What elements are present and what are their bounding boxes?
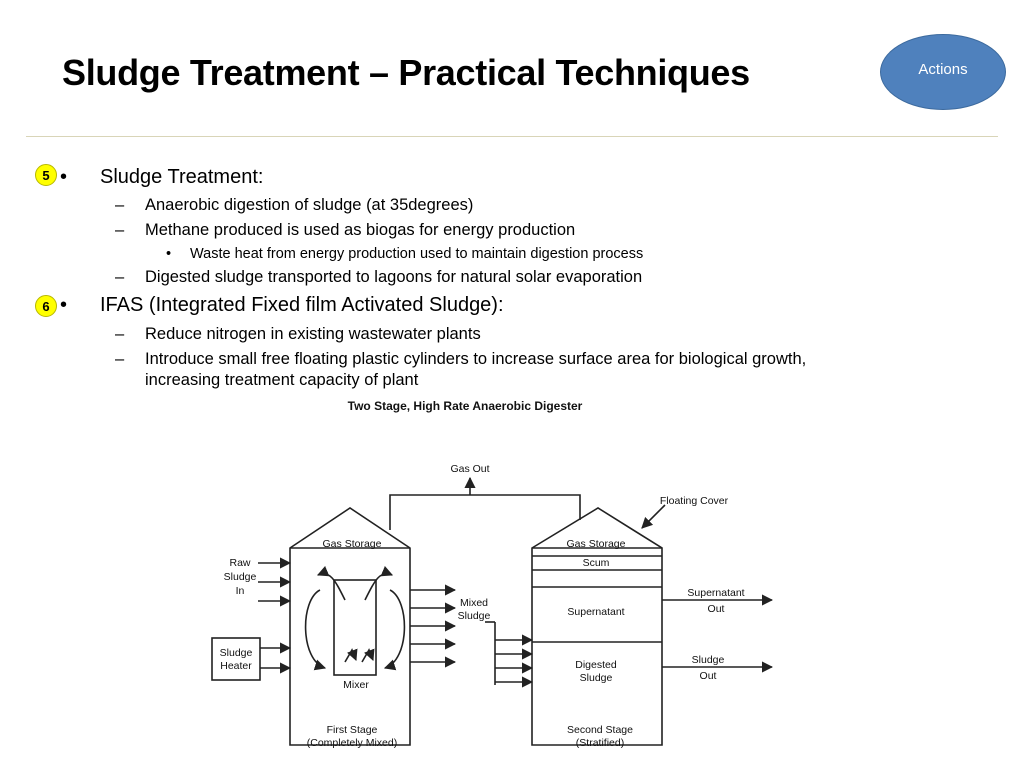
bullet-text: Introduce small free floating plastic cy…	[145, 350, 807, 368]
bullet-marker: –	[115, 350, 125, 368]
gas-storage-1-label: Gas Storage	[323, 538, 382, 550]
bullet-text: Waste heat from energy production used t…	[190, 246, 644, 262]
diagram-title: Two Stage, High Rate Anaerobic Digester	[348, 399, 583, 413]
bullet-text: Digested sludge transported to lagoons f…	[145, 268, 643, 286]
raw-sludge-label-3: In	[236, 585, 245, 597]
badge-5: 5	[35, 164, 57, 186]
bullet-text: Anaerobic digestion of sludge (at 35degr…	[145, 196, 474, 214]
bullet-item: • Waste heat from energy production used …	[166, 246, 644, 262]
bullet-item: – Anaerobic digestion of sludge (at 35deg…	[115, 196, 474, 215]
sludge-heater-box	[211, 637, 261, 681]
raw-sludge-label-2: Sludge	[224, 571, 257, 583]
bullet-marker: –	[115, 268, 125, 286]
first-stage-tank	[289, 507, 411, 746]
scum-label: Scum	[583, 557, 610, 569]
bullet-item: – Introduce small free floating plastic c…	[115, 350, 807, 369]
second-stage-label-2: (Stratified)	[576, 737, 624, 749]
sludge-out-label-1: Sludge	[692, 654, 725, 666]
digested-sludge-label-1: Digested	[575, 659, 617, 671]
sludge-out-label-2: Out	[700, 670, 717, 682]
bullet-item: – Digested sludge transported to lagoons …	[115, 268, 643, 287]
supernatant-label: Supernatant	[567, 606, 624, 618]
mixed-sludge-label-2: Sludge	[458, 610, 491, 622]
bullet-marker: –	[115, 196, 125, 214]
gas-pipe	[389, 494, 581, 530]
supernatant-out-label-2: Out	[708, 603, 725, 615]
second-stage-label-1: Second Stage	[567, 724, 633, 736]
slide-title: Sludge Treatment – Practical Techniques	[62, 52, 750, 93]
sludge-heater-label-2: Heater	[220, 660, 252, 672]
first-stage-label-1: First Stage	[327, 724, 378, 736]
bullet-item: increasing treatment capacity of plant	[145, 371, 418, 390]
bullet-item: – Reduce nitrogen in existing wastewater …	[115, 325, 481, 344]
bullet-text: Reduce nitrogen in existing wastewater p…	[145, 325, 481, 343]
title-divider	[26, 136, 998, 137]
sludge-heater-label-1: Sludge	[220, 647, 253, 659]
digested-sludge-label-2: Sludge	[580, 672, 613, 684]
first-stage-label-2: (Completely Mixed)	[307, 737, 397, 749]
bullet-marker: –	[115, 221, 125, 239]
gas-out-label: Gas Out	[450, 463, 489, 475]
mixed-sludge-label-1: Mixed	[460, 597, 488, 609]
bullet-text: increasing treatment capacity of plant	[145, 371, 419, 389]
bullet-text: Sludge Treatment:	[100, 166, 264, 188]
floating-cover-label: Floating Cover	[660, 495, 729, 507]
bullet-text: Methane produced is used as biogas for e…	[145, 221, 576, 239]
mixer-label: Mixer	[343, 679, 369, 691]
bullet-marker: –	[115, 325, 125, 343]
bullet-marker: •	[60, 294, 68, 316]
bullet-text: IFAS (Integrated Fixed film Activated Sl…	[100, 294, 504, 316]
bullet-item: – Methane produced is used as biogas for …	[115, 221, 576, 240]
bullet-item: • Sludge Treatment:	[60, 166, 264, 189]
supernatant-out-label-1: Supernatant	[687, 587, 744, 599]
bullet-marker: •	[166, 246, 172, 262]
second-stage-tank	[531, 507, 663, 746]
gas-storage-2-label: Gas Storage	[567, 538, 626, 550]
bullet-item: • IFAS (Integrated Fixed film Activated S…	[60, 294, 504, 317]
badge-6: 6	[35, 295, 57, 317]
actions-button[interactable]: Actions	[880, 34, 1006, 110]
mixer-draft-tube	[333, 579, 377, 676]
bullet-marker: •	[60, 166, 68, 188]
raw-sludge-label-1: Raw	[229, 557, 250, 569]
